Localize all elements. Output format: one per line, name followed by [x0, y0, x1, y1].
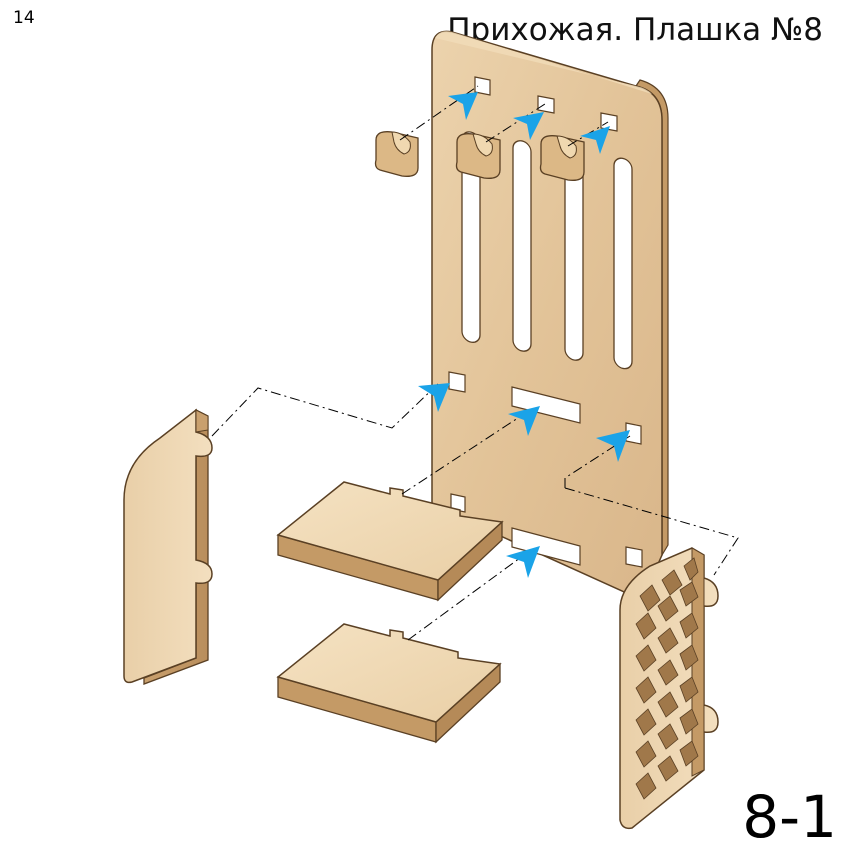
direction-arrows	[418, 92, 630, 578]
lower-shelf	[276, 623, 502, 744]
back-panel-slots	[461, 131, 633, 370]
back-panel-shelf-mortises	[511, 386, 581, 566]
arrow-icon	[580, 126, 610, 154]
arrow-icon	[418, 383, 450, 412]
upper-shelf	[276, 481, 504, 602]
arrow-icon	[513, 112, 544, 140]
arrow-icon	[596, 430, 630, 462]
hook-right	[539, 135, 585, 181]
step-label: 8-1	[742, 783, 837, 851]
arrow-icon	[448, 92, 478, 120]
page-title: Прихожая. Плашка №8	[447, 12, 823, 48]
page-number: 14	[13, 8, 35, 28]
left-side-panel	[123, 408, 213, 685]
hook-middle	[455, 133, 501, 179]
hook-left	[374, 131, 419, 177]
lattice-holes	[635, 557, 699, 800]
back-panel-mortises	[448, 76, 643, 568]
arrow-icon	[508, 406, 540, 436]
arrow-icon	[506, 546, 540, 578]
assembly-guide-lines	[211, 85, 739, 641]
right-side-panel-lattice	[619, 547, 719, 830]
